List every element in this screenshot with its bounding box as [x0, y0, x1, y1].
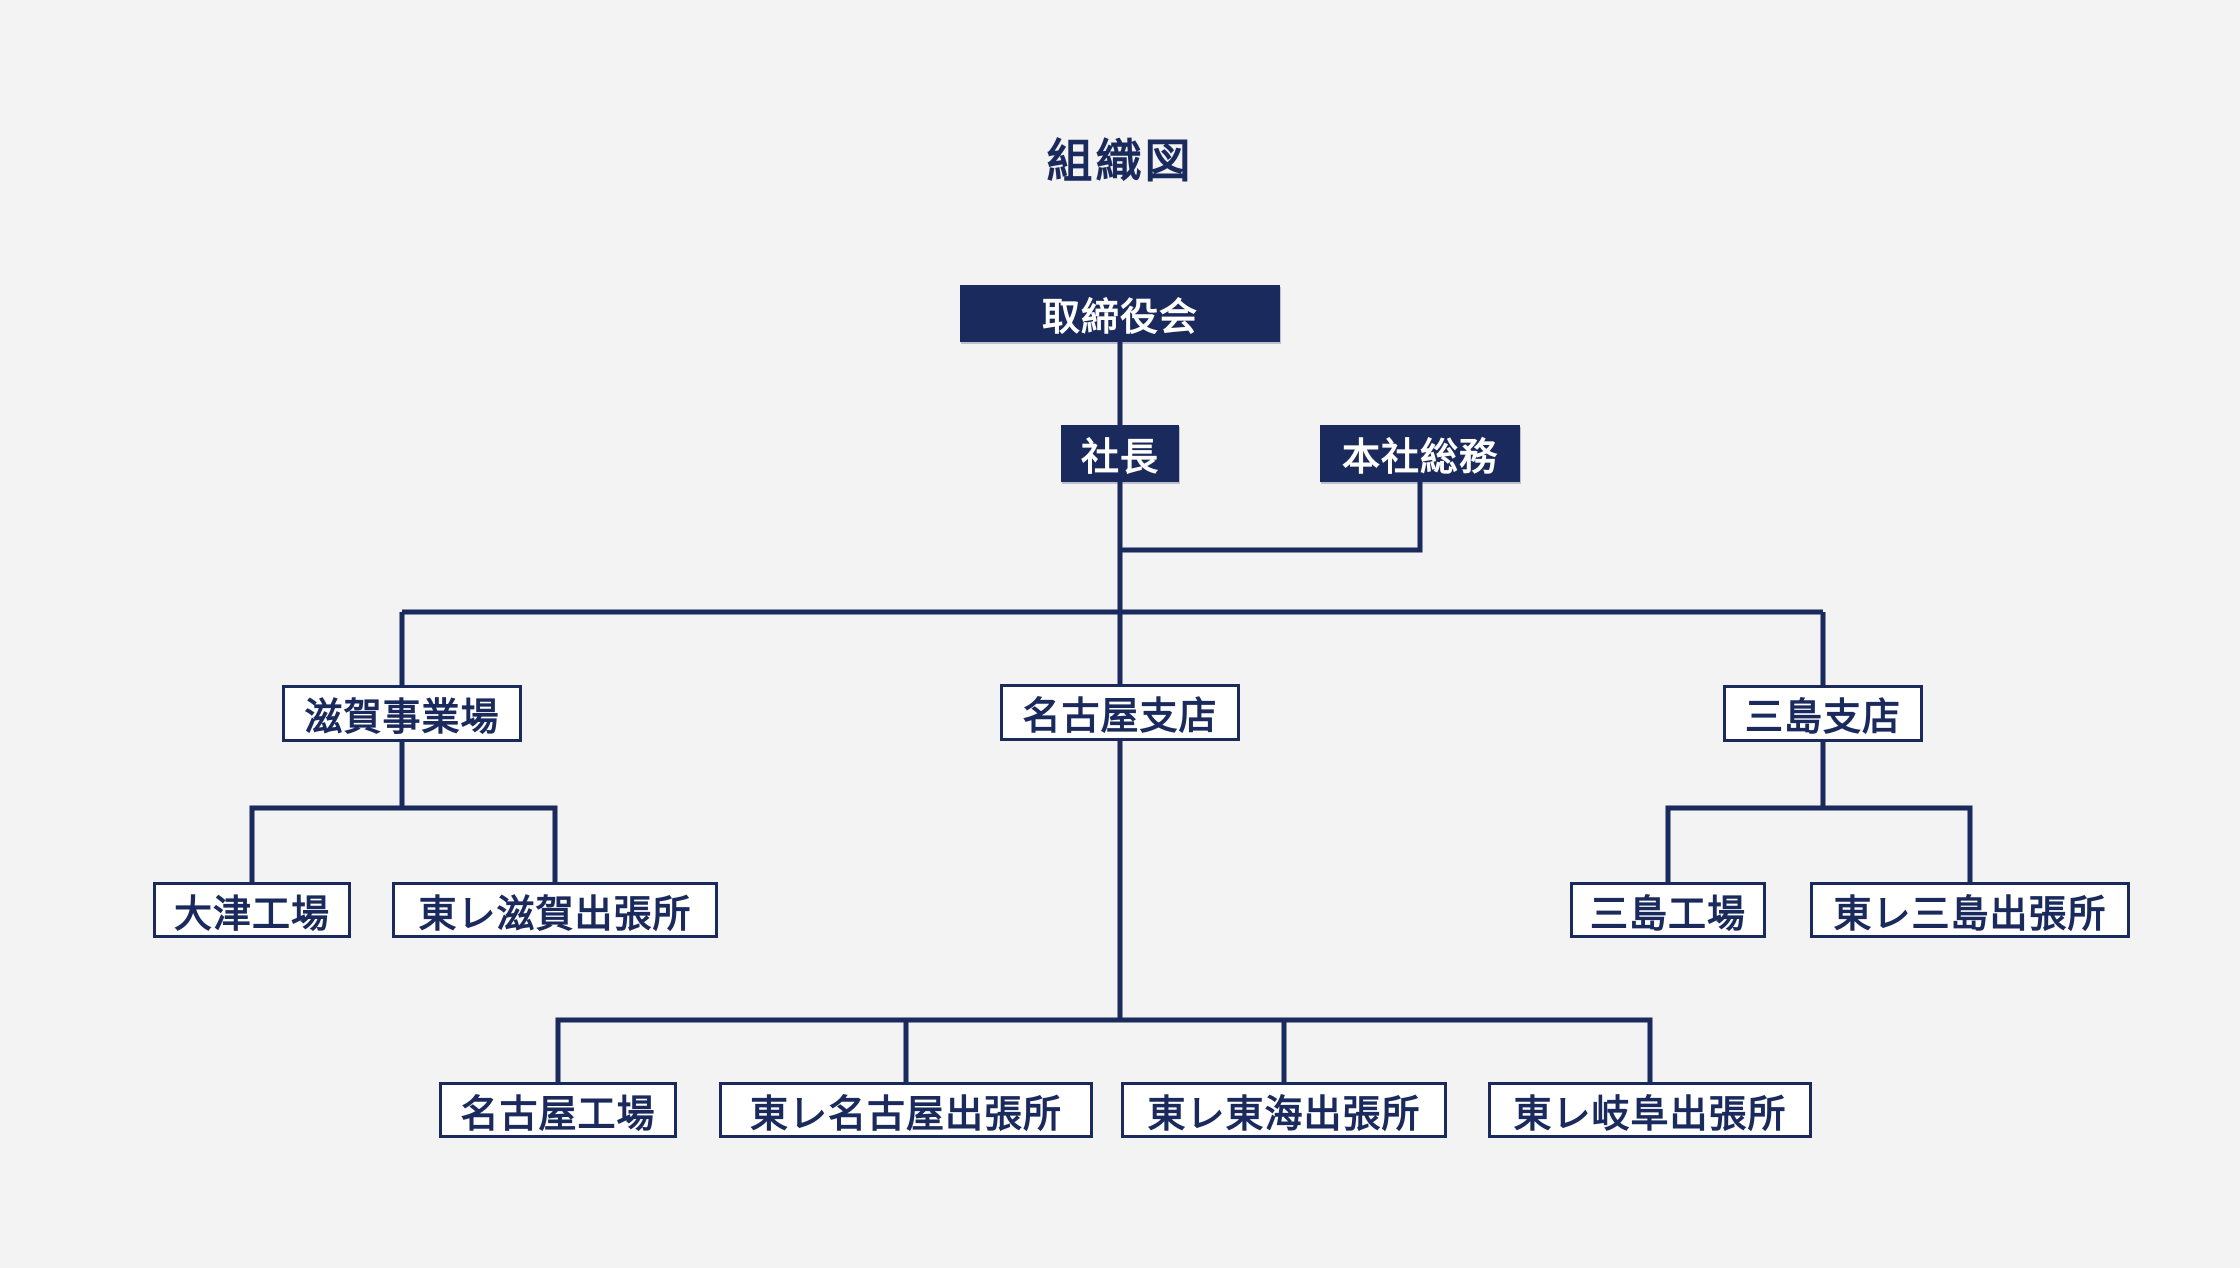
org-node-label-president: 社長: [1080, 436, 1159, 479]
org-node-toray-gifu: 東レ岐阜出張所: [1488, 1082, 1812, 1138]
org-node-label-toray-mishima: 東レ三島出張所: [1833, 893, 2107, 936]
org-node-label-mishima-factory: 三島工場: [1589, 893, 1746, 936]
org-node-label-nagoya-factory: 名古屋工場: [460, 1093, 656, 1136]
connector-shiga-children-bus: [249, 805, 558, 882]
org-node-mishima-branch: 三島支店: [1723, 684, 1923, 742]
org-node-otsu-factory: 大津工場: [153, 882, 351, 938]
org-node-label-toray-gifu: 東レ岐阜出張所: [1513, 1093, 1787, 1136]
org-node-label-nagoya-branch: 名古屋支店: [1022, 695, 1218, 738]
org-node-toray-tokai: 東レ東海出張所: [1121, 1082, 1447, 1138]
org-node-label-board: 取締役会: [1041, 296, 1198, 339]
org-node-label-mishima-branch: 三島支店: [1744, 696, 1901, 739]
org-node-toray-shiga: 東レ滋賀出張所: [392, 882, 718, 938]
org-node-toray-nagoya: 東レ名古屋出張所: [719, 1082, 1093, 1138]
page-title: 組織図: [1046, 135, 1194, 187]
org-node-mishima-factory: 三島工場: [1570, 882, 1766, 938]
org-node-president: 社長: [1061, 424, 1179, 482]
org-node-label-toray-tokai: 東レ東海出張所: [1147, 1093, 1421, 1136]
connector-nagoya-children-bus: [555, 1017, 1653, 1082]
org-node-hq-general: 本社総務: [1320, 424, 1520, 482]
org-node-toray-mishima: 東レ三島出張所: [1810, 882, 2130, 938]
org-node-nagoya-factory: 名古屋工場: [439, 1082, 677, 1138]
org-node-label-toray-nagoya: 東レ名古屋出張所: [749, 1093, 1062, 1136]
connector-hq-to-president-line: [1120, 482, 1423, 553]
org-node-label-toray-shiga: 東レ滋賀出張所: [418, 893, 692, 936]
connector-mishima-children-bus: [1665, 805, 1973, 882]
org-node-label-shiga-office: 滋賀事業場: [304, 696, 500, 739]
org-node-label-otsu-factory: 大津工場: [173, 893, 330, 936]
org-node-board: 取締役会: [960, 284, 1280, 342]
org-node-nagoya-branch: 名古屋支店: [1000, 683, 1240, 741]
org-node-shiga-office: 滋賀事業場: [282, 684, 522, 742]
org-node-label-hq-general: 本社総務: [1341, 436, 1498, 479]
